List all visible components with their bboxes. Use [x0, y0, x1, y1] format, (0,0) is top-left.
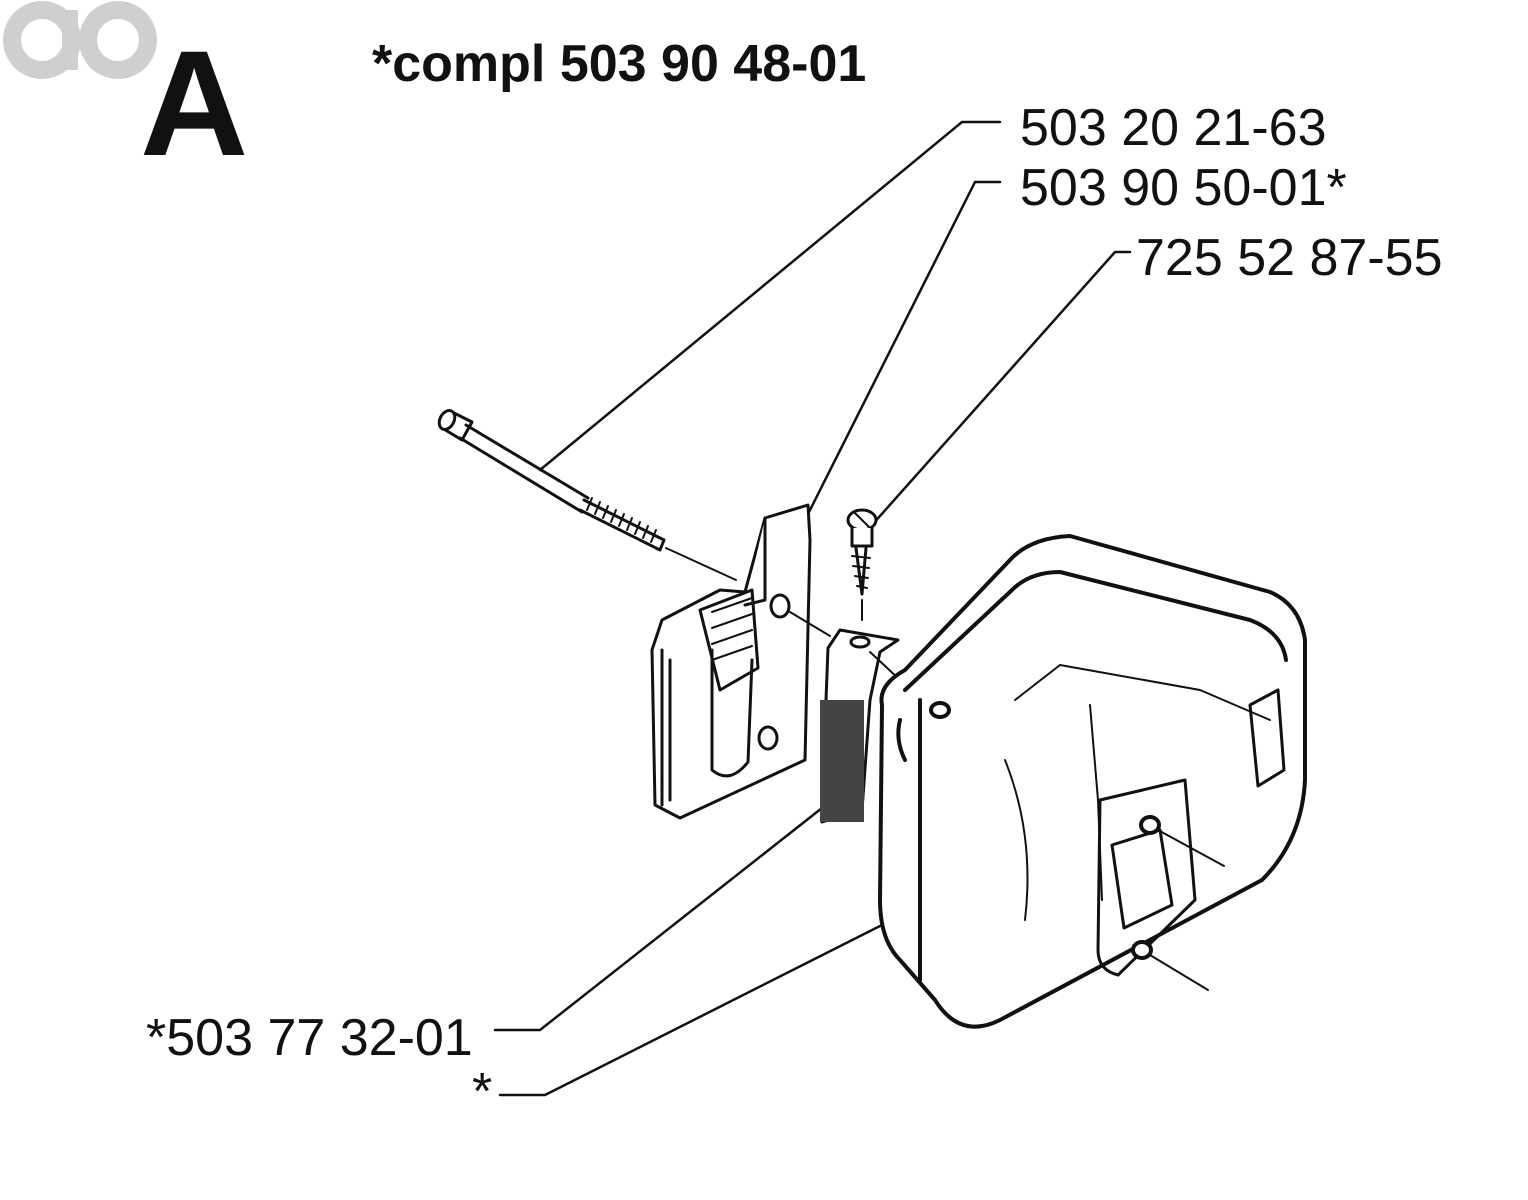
- leader-bolt: [538, 120, 1002, 472]
- leader-lines: [493, 120, 1132, 1097]
- screw-part: [846, 508, 878, 621]
- leader-muffler: [498, 923, 884, 1097]
- bolt-part: [437, 409, 737, 581]
- bracket-part: [650, 503, 831, 820]
- callout-screw: 725 52 87-55: [1136, 229, 1443, 287]
- section-letter: A: [140, 19, 249, 187]
- watermark-logo: [3, 1, 157, 79]
- callout-screen: *503 77 32-01: [146, 1009, 473, 1067]
- kit-part-number: *compl 503 90 48-01: [372, 35, 867, 93]
- leader-screw: [870, 250, 1132, 527]
- callout-bracket: 503 90 50-01*: [1020, 159, 1347, 217]
- leader-screen: [493, 806, 824, 1032]
- callout-muffler: *: [472, 1063, 493, 1121]
- callout-bolt: 503 20 21-63: [1020, 99, 1327, 157]
- screen-part: [820, 628, 901, 824]
- muffler-part: [878, 534, 1307, 1029]
- leader-bracket: [803, 180, 1002, 522]
